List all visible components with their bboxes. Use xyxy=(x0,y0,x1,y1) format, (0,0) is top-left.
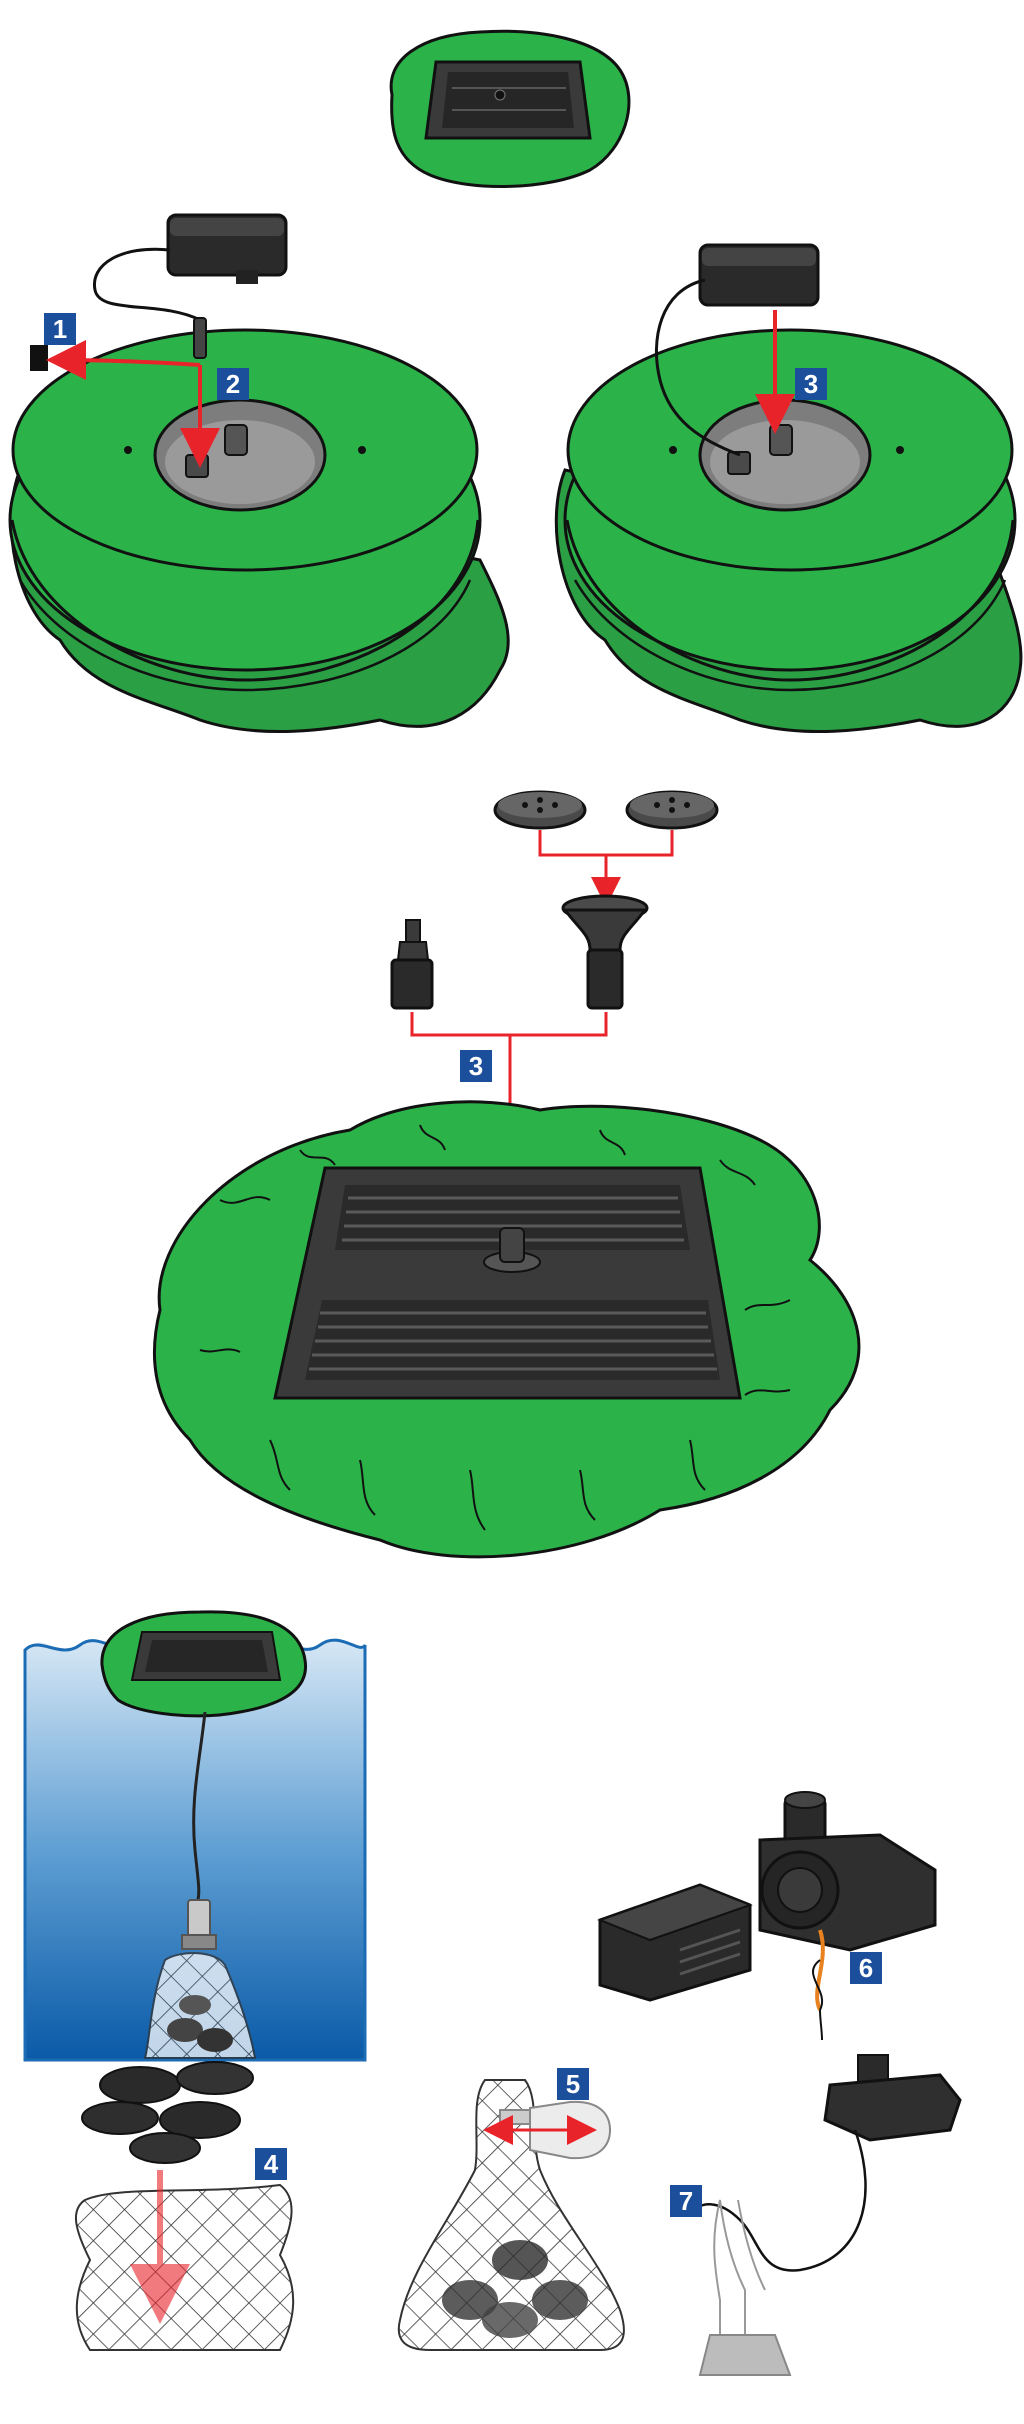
step-number-4: 4 xyxy=(264,2149,279,2179)
power-adapter-icon xyxy=(30,213,288,371)
step-badge-6: 6 xyxy=(850,1952,882,1984)
step-number-5: 5 xyxy=(566,2069,580,2099)
float-body-left xyxy=(8,328,510,734)
step-badge-1: 1 xyxy=(44,313,76,345)
arrow-disconnect xyxy=(46,340,201,381)
pump-with-hose-icon xyxy=(688,2054,962,2376)
bracket-discs xyxy=(538,830,674,895)
step-number-3a: 3 xyxy=(804,369,818,399)
step-number-7: 7 xyxy=(679,2186,693,2216)
small-floating-pad-icon xyxy=(389,29,631,188)
net-bag-open-icon xyxy=(74,2170,295,2351)
float-body-right xyxy=(554,328,1023,734)
step-badge-5: 5 xyxy=(557,2068,589,2100)
step-badge-7: 7 xyxy=(670,2185,702,2217)
step-badge-3b: 3 xyxy=(460,1050,492,1082)
nozzle-bell-icon xyxy=(561,894,649,1010)
step-badge-3a: 3 xyxy=(795,368,827,400)
step-badge-2: 2 xyxy=(217,368,249,400)
pump-filter-cover-icon xyxy=(597,1883,753,2002)
step-number-3b: 3 xyxy=(469,1051,483,1081)
step-number-2: 2 xyxy=(226,369,240,399)
nozzle-disc-left-icon xyxy=(493,790,587,830)
step-number-1: 1 xyxy=(53,314,67,344)
step-badge-4: 4 xyxy=(255,2148,287,2180)
net-bag-filled-icon xyxy=(397,2079,625,2351)
nozzle-disc-right-icon xyxy=(625,790,719,830)
step-number-6: 6 xyxy=(859,1953,873,1983)
power-adapter-stored-icon xyxy=(654,243,820,457)
nozzle-small-icon xyxy=(390,919,434,1010)
pump-icon xyxy=(758,1791,937,2041)
water-icon xyxy=(23,1610,367,2062)
stone-icon xyxy=(81,2061,254,2164)
lily-pad-large-icon xyxy=(152,1100,861,1559)
